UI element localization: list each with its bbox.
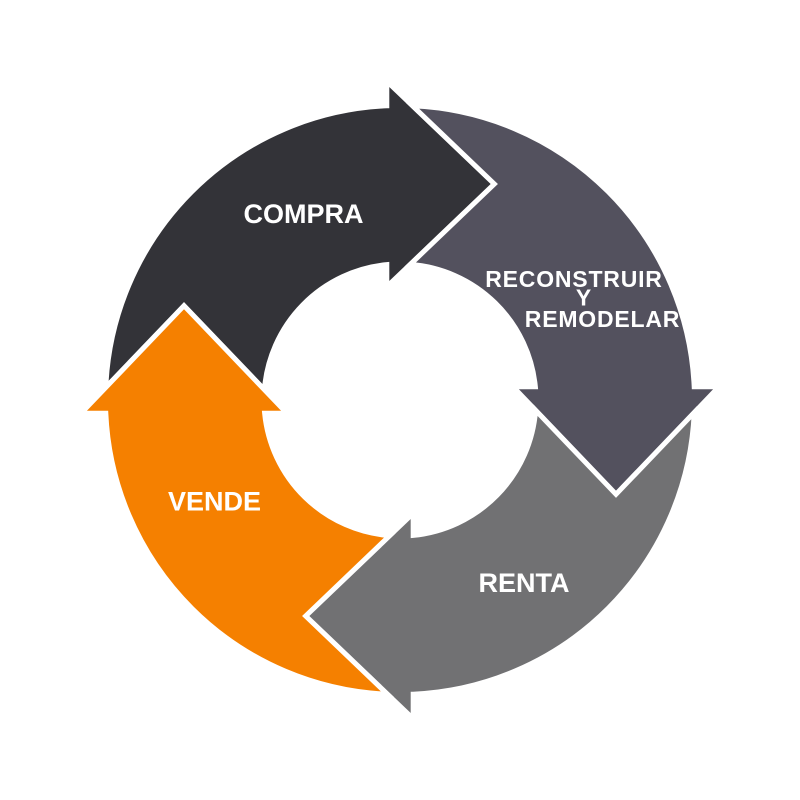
cycle-step-reconstruir-y-remodelar: RECONSTRUIR Y REMODELAR	[404, 102, 725, 498]
cycle-step-vende: VENDE	[75, 302, 396, 698]
cycle-step-compra: COMPRA	[102, 75, 498, 396]
step-label-reconstruir-line-1: RECONSTRUIR	[485, 266, 662, 292]
cycle-step-renta: RENTA	[302, 404, 698, 725]
arrow-reconstruir-y-remodelar	[404, 102, 725, 498]
step-label-vende: VENDE	[168, 487, 261, 517]
arrow-renta	[302, 404, 698, 725]
step-label-compra: COMPRA	[244, 199, 364, 229]
arrow-vende	[75, 302, 396, 698]
step-label-reconstruir-line-2: Y	[576, 285, 592, 311]
step-label-renta: RENTA	[479, 568, 570, 598]
step-label-reconstruir-line-3: REMODELAR	[525, 306, 680, 332]
arrow-compra	[102, 75, 498, 396]
